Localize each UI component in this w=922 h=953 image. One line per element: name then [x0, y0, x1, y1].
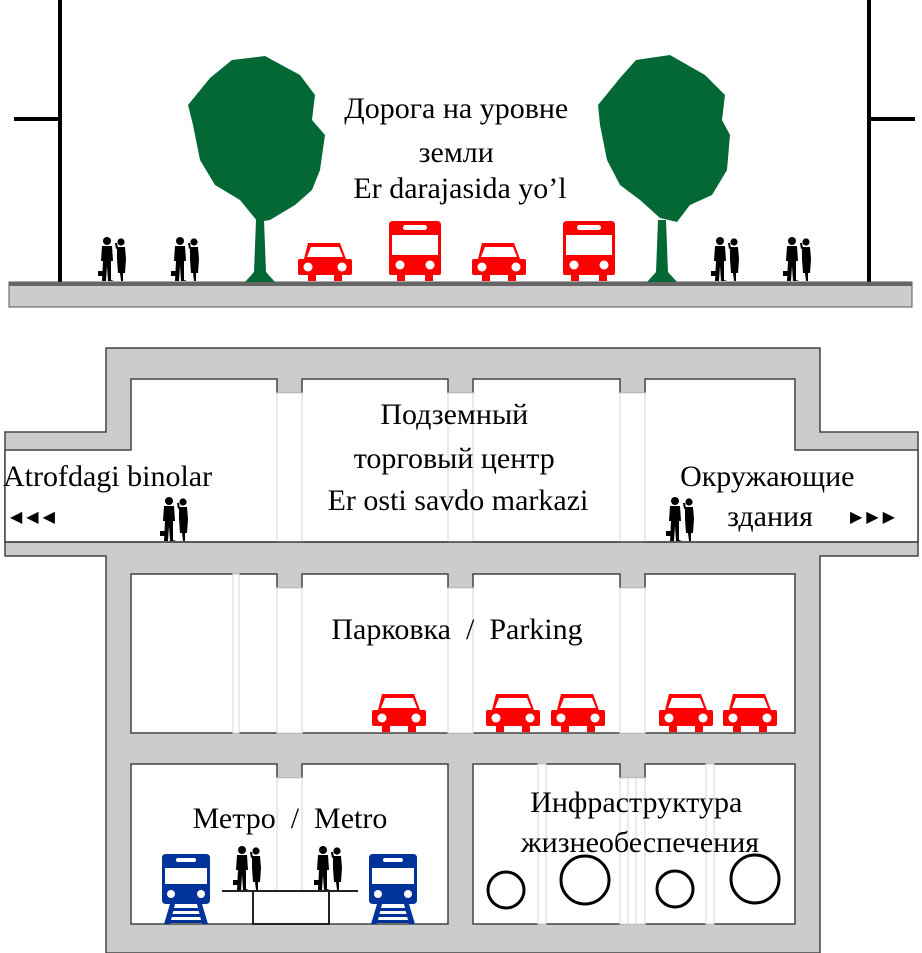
mall-label-line: Подземный [380, 398, 528, 431]
utilities-level: Инфраструктура жизнеобеспечения [486, 786, 781, 910]
bus-icon [563, 221, 615, 281]
metro-label: Метро / Metro [193, 802, 388, 835]
right-label-line: здания [727, 500, 813, 533]
right-building-edge [867, 0, 915, 282]
parking-level: Парковка / Parking [331, 613, 777, 732]
mall-label: Подземный торговый центр Er osti savdo m… [328, 398, 589, 517]
people-group [98, 237, 126, 281]
metro-level: Метро / Metro [162, 802, 417, 925]
surface-label-line: Er darajasida yo’l [353, 172, 566, 205]
surrounding-buildings-right-label: Окружающие здания [680, 460, 862, 533]
metro-platform [222, 890, 358, 925]
people-group [783, 237, 811, 281]
ground-road-slab [8, 281, 913, 308]
car-icon [472, 243, 526, 281]
underground-structure [4, 347, 919, 953]
utility-pipe-icon [655, 869, 695, 909]
utilities-label-line: Инфраструктура [530, 786, 742, 819]
people-group [711, 237, 739, 281]
left-building-edge [14, 0, 62, 282]
people-group [171, 237, 199, 281]
surface-label-line: земли [419, 136, 494, 169]
utilities-label: Инфраструктура жизнеобеспечения [520, 786, 759, 859]
utilities-label-line: жизнеобеспечения [520, 826, 759, 859]
surface-level: Дорога на уровне земли Er darajasida yo’… [8, 0, 915, 308]
mall-label-line: торговый центр [354, 442, 555, 475]
utility-pipe-icon [486, 870, 526, 910]
utility-pipe-icon [729, 853, 781, 905]
mall-level: Подземный торговый центр Er osti savdo m… [3, 398, 896, 541]
surrounding-buildings-left-label: Atrofdagi binolar [3, 460, 212, 493]
utility-pipe-icon [559, 854, 611, 906]
right-label-line: Окружающие [680, 460, 854, 493]
surface-label-line: Дорога на уровне [344, 92, 568, 125]
car-icon [298, 243, 352, 281]
tree-left [188, 56, 325, 282]
right-arrows-icon: ▶ ▶ ▶ [850, 509, 896, 526]
mall-label-line: Er osti savdo markazi [328, 484, 589, 517]
left-arrows-icon: ◀ ◀ ◀ [10, 509, 56, 526]
tree-right [598, 55, 730, 282]
parking-label: Парковка / Parking [331, 613, 582, 646]
surface-label: Дорога на уровне земли Er darajasida yo’… [344, 92, 576, 205]
bus-icon [389, 221, 441, 281]
